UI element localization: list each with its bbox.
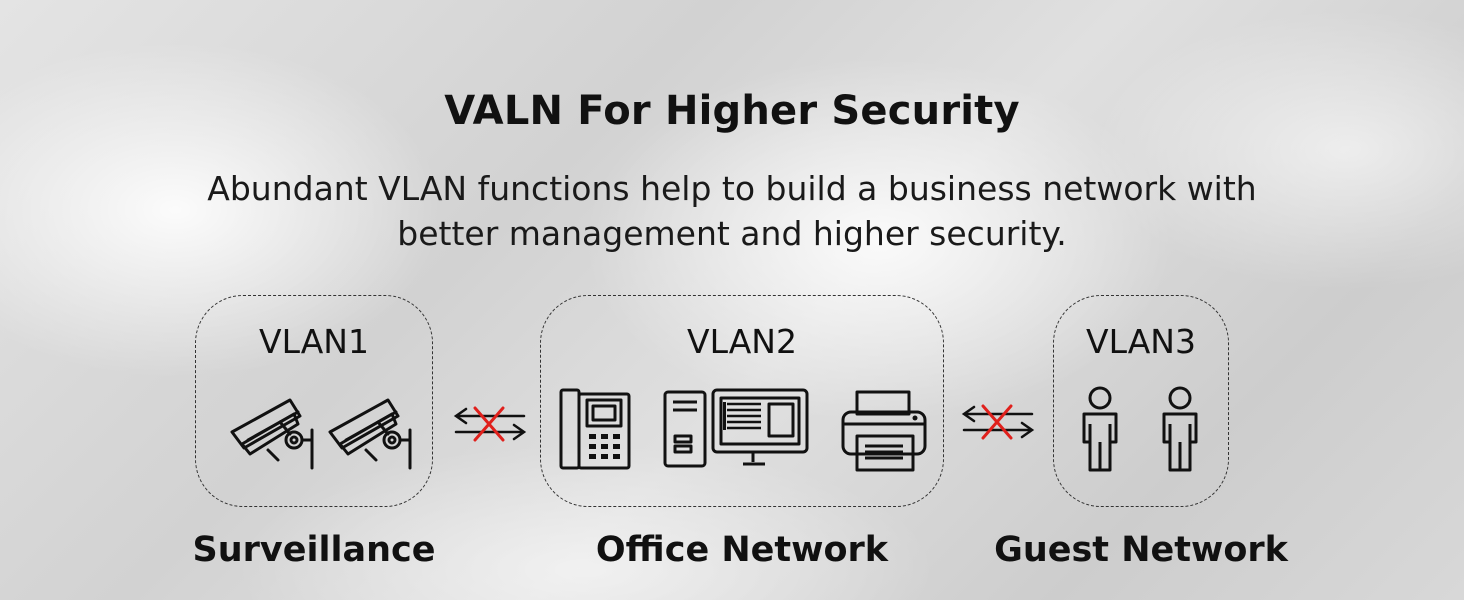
person-icon (1082, 386, 1118, 472)
description-line-2: better management and higher security. (397, 214, 1067, 253)
vlan2-group: VLAN2 (540, 295, 944, 507)
diagram-description: Abundant VLAN functions help to build a … (0, 166, 1464, 256)
desktop-computer-icon (663, 388, 809, 468)
blocked-arrows-icon (961, 404, 1035, 440)
vlan3-group: VLAN3 (1053, 295, 1229, 507)
office-network-caption: Office Network (595, 530, 889, 570)
surveillance-caption: Surveillance (192, 530, 436, 570)
vlan3-label: VLAN3 (1086, 322, 1196, 361)
security-camera-icon (328, 398, 412, 470)
person-icon (1162, 386, 1198, 472)
printer-icon (841, 390, 927, 472)
vlan1-label: VLAN1 (259, 322, 369, 361)
ip-phone-icon (559, 388, 631, 470)
guest-network-caption: Guest Network (994, 530, 1288, 570)
blocked-arrows-icon (453, 406, 527, 442)
security-camera-icon (230, 398, 314, 470)
description-line-1: Abundant VLAN functions help to build a … (207, 169, 1257, 208)
diagram-title: VALN For Higher Security (444, 88, 1020, 134)
vlan2-label: VLAN2 (687, 322, 797, 361)
vlan1-group: VLAN1 (195, 295, 433, 507)
